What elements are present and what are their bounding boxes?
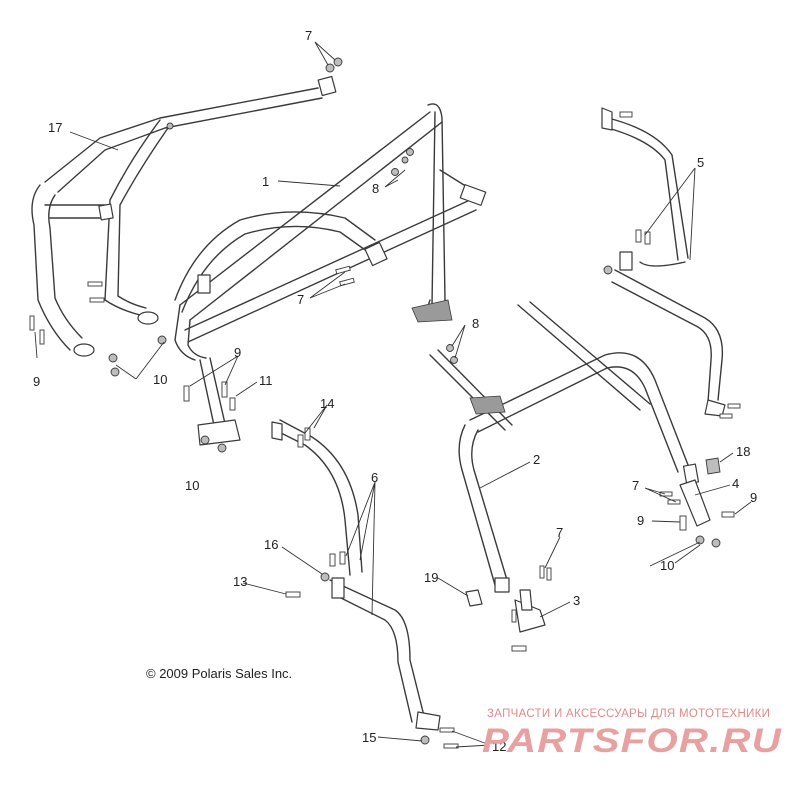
callout-label: 19 xyxy=(424,570,438,585)
callout-label: 1 xyxy=(262,174,269,189)
callout-label: 9 xyxy=(750,490,757,505)
callout-label: 9 xyxy=(234,345,241,360)
watermark-tagline: ЗАПЧАСТИ И АКСЕССУАРЫ ДЛЯ МОТОТЕХНИКИ xyxy=(487,708,770,720)
callout-label: 4 xyxy=(732,476,739,491)
hardware xyxy=(29,57,741,749)
callout-label: 7 xyxy=(632,478,639,493)
callout-label: 17 xyxy=(48,120,62,135)
callout-label: 13 xyxy=(233,574,247,589)
watermark-brand: PARTSFOR.RU xyxy=(482,722,783,760)
callout-label: 10 xyxy=(660,558,674,573)
callout-label: 7 xyxy=(297,292,304,307)
callout-label: 9 xyxy=(637,513,644,528)
callout-label: 10 xyxy=(153,372,167,387)
callout-label: 12 xyxy=(492,739,506,754)
callout-labels: 7 17 1 8 5 7 8 9 10 11 9 14 2 18 7 4 9 9… xyxy=(33,28,757,754)
callout-label: 5 xyxy=(697,155,704,170)
callout-label: 18 xyxy=(736,444,750,459)
callout-label: 2 xyxy=(533,452,540,467)
callout-label: 10 xyxy=(185,478,199,493)
frame-part-17 xyxy=(31,75,337,357)
callout-label: 14 xyxy=(320,396,334,411)
callout-label: 8 xyxy=(372,181,379,196)
callout-label: 11 xyxy=(259,373,273,388)
callout-label: 16 xyxy=(264,537,278,552)
frame-part-5 xyxy=(601,107,726,417)
callout-label: 7 xyxy=(305,28,312,43)
callout-label: 15 xyxy=(362,730,376,745)
copyright-notice: © 2009 Polaris Sales Inc. xyxy=(146,666,292,681)
callout-label: 3 xyxy=(573,593,580,608)
callout-label: 7 xyxy=(556,525,563,540)
leader-lines xyxy=(34,41,752,748)
frame-part-6 xyxy=(271,419,441,731)
callout-label: 9 xyxy=(33,374,40,389)
callout-label: 8 xyxy=(472,316,479,331)
bracket-part-4 xyxy=(679,479,711,527)
callout-label: 6 xyxy=(371,470,378,485)
watermark: ЗАПЧАСТИ И АКСЕССУАРЫ ДЛЯ МОТОТЕХНИКИ PA… xyxy=(482,708,783,760)
bracket-part-3 xyxy=(514,589,546,633)
frame-part-2 xyxy=(429,301,700,593)
